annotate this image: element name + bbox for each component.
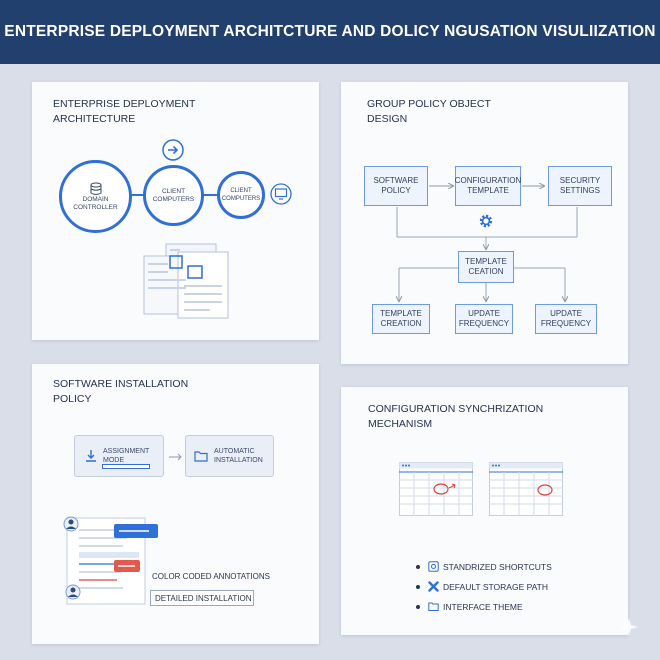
download-icon <box>86 450 96 462</box>
feature-interface-theme: INTERFACE THEME <box>416 601 523 612</box>
feature-default-storage-path: DEFAULT STORAGE PATH <box>416 581 548 592</box>
assignment-progress-bar <box>102 464 150 469</box>
sync-panel: CONFIGURATION SYNCHRIZATION MECHANISM ST… <box>341 387 628 635</box>
gpo-links <box>341 82 578 364</box>
feature-label-storage: DEFAULT STORAGE PATH <box>443 581 549 592</box>
gpo-title: GROUP POLICY OBJECT DESIGN <box>367 98 491 125</box>
architecture-panel: ENTERPRISE DEPLOYMENT ARCHITECTURE DOMAI… <box>32 82 319 340</box>
template-ceation-box: TEMPLATE CEATION <box>458 251 514 283</box>
sparkle-icon <box>620 618 638 636</box>
software-panel: SOFTWARE INSTALLATION POLICY ASSIGNMENT … <box>32 364 319 644</box>
spreadsheet-right-icon <box>489 462 563 516</box>
client-computers-node-2: CLIENT COMPUTERS <box>217 171 265 219</box>
client-computers-label: CLIENT COMPUTERS <box>152 187 195 203</box>
domain-controller-label: DOMAIN CONTROLLER <box>73 195 118 211</box>
architecture-title: ENTERPRISE DEPLOYMENT ARCHITECTURE <box>53 98 196 125</box>
annotated-document-illustration <box>63 516 158 605</box>
update-frequency-box: UPDATE FREQUENCY <box>455 304 513 334</box>
color-coded-annotations-label: COLOR CODED ANNOTATIONS <box>152 572 270 581</box>
folder-icon <box>194 451 208 462</box>
gear-icon <box>479 214 493 228</box>
sync-title: CONFIGURATION SYNCHRIZATION MECHANISM <box>368 403 544 430</box>
assignment-mode-step: ASSIGNMENT MODE <box>74 435 164 477</box>
gpo-panel: GROUP POLICY OBJECT DESIGN SOFTWARE POLI… <box>341 82 628 364</box>
document-stack-icon <box>143 243 229 319</box>
automatic-installation-label: AUTOMATIC INSTALLATION <box>214 448 263 464</box>
architecture-links <box>131 194 218 196</box>
security-settings-box: SECURITY SETTINGS <box>548 166 612 206</box>
software-title: SOFTWARE INSTALLATION POLICY <box>53 378 189 405</box>
database-icon <box>90 182 101 195</box>
monitor-icon <box>270 183 292 205</box>
shortcut-icon <box>428 561 439 572</box>
step-arrow-icon <box>169 453 182 461</box>
automatic-installation-step: AUTOMATIC INSTALLATION <box>185 435 274 477</box>
page-title: ENTERPRISE DEPLOYMENT ARCHITCTURE AND DO… <box>0 0 660 64</box>
update-frequency-box-2: UPDATE FREQUENCY <box>535 304 597 334</box>
feature-label-theme: INTERFACE THEME <box>443 601 523 612</box>
software-policy-box: SOFTWARE POLICY <box>364 166 428 206</box>
detailed-installation-box: DETAILED INSTALLATION <box>150 590 254 606</box>
template-creation-box: TEMPLATE CREATION <box>372 304 430 334</box>
spreadsheet-left-icon <box>399 462 473 516</box>
configuration-template-box: CONFIGURATION TEMPLATE <box>455 166 521 206</box>
feature-standardized-shortcuts: STANDRIZED SHORTCUTS <box>416 561 552 572</box>
assignment-mode-label: ASSIGNMENT MODE <box>103 448 150 464</box>
client-computers-node: CLIENT COMPUTERS <box>143 165 204 226</box>
feature-label-shortcuts: STANDRIZED SHORTCUTS <box>443 561 552 572</box>
top-arrow-icon <box>162 139 184 161</box>
folder-icon <box>428 602 439 611</box>
cross-icon <box>428 581 439 592</box>
client-computers-label-2: CLIENT COMPUTERS <box>221 188 261 202</box>
domain-controller-node: DOMAIN CONTROLLER <box>59 160 132 233</box>
